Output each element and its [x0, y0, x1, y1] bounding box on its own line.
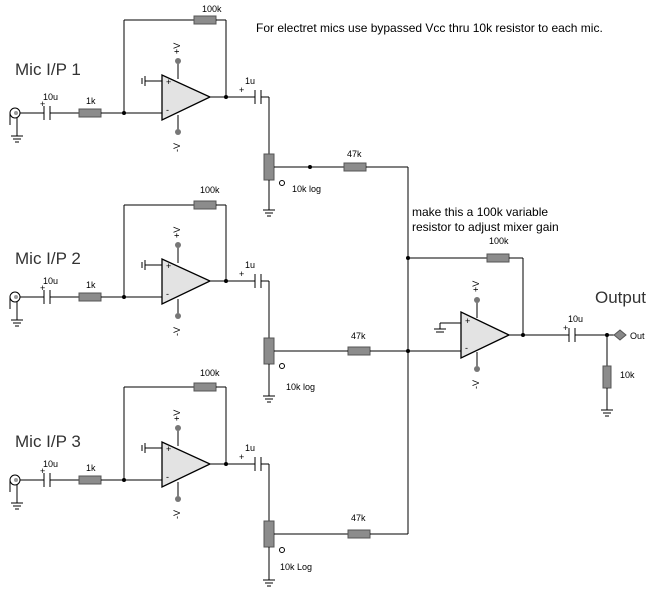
load-resistor-value: 10k [620, 370, 635, 380]
svg-text:+V: +V [172, 43, 182, 54]
mix-resistor-2-value: 47k [351, 331, 366, 341]
svg-text:+: + [166, 261, 171, 271]
output-capacitor-3-value: 1u [245, 443, 255, 453]
svg-text:-V: -V [471, 380, 481, 389]
channel-1: Mic I/P 1 + 10u 1k 100k + - [9, 4, 408, 217]
svg-text:+V: +V [172, 410, 182, 421]
input-resistor-3-value: 1k [86, 463, 96, 473]
volume-pot-2-value: 10k log [286, 382, 315, 392]
feedback-resistor-1 [193, 15, 217, 25]
mix-resistor-1-value: 47k [347, 149, 362, 159]
output-title: Output [595, 288, 646, 307]
mixer-output-capacitor-value: 10u [568, 314, 583, 324]
svg-text:+: + [465, 316, 470, 326]
opamp-3 [161, 440, 212, 489]
input-capacitor-3-value: 10u [43, 459, 58, 469]
svg-text:+: + [40, 466, 45, 476]
input-resistor-1 [78, 108, 102, 118]
channel-2-title: Mic I/P 2 [15, 249, 81, 268]
feedback-resistor-2-value: 100k [200, 185, 220, 195]
load-resistor [602, 365, 612, 389]
output-capacitor-1-value: 1u [245, 76, 255, 86]
input-capacitor-1-value: 10u [43, 92, 58, 102]
input-capacitor-2-value: 10u [43, 276, 58, 286]
svg-text:+: + [239, 269, 244, 279]
input-resistor-1-value: 1k [86, 96, 96, 106]
opamp-1 [161, 73, 212, 122]
variable-note-line-2: resistor to adjust mixer gain [412, 220, 559, 234]
opamp-2 [161, 257, 212, 306]
svg-text:+: + [563, 323, 568, 333]
volume-pot-3-value: 10k Log [280, 562, 312, 572]
mixer-feedback-resistor-value: 100k [489, 236, 509, 246]
channel-3: Mic I/P 3 + 10u 1k 100k + - +V - [9, 368, 408, 587]
mix-resistor-2 [347, 346, 371, 356]
variable-note-line-1: make this a 100k variable [412, 205, 548, 219]
svg-text:+: + [166, 444, 171, 454]
mixer-stage: make this a 100k variable resistor to ad… [406, 167, 646, 534]
input-resistor-3 [78, 475, 102, 485]
volume-pot-1-value: 10k log [292, 184, 321, 194]
channel-2: Mic I/P 2 + 10u 1k 100k + - +V - [9, 185, 408, 403]
mix-resistor-3 [347, 529, 371, 539]
svg-text:+V: +V [471, 281, 481, 292]
feedback-resistor-3-value: 100k [200, 368, 220, 378]
output-capacitor-2-value: 1u [245, 260, 255, 270]
mixer-opamp [460, 310, 511, 360]
input-resistor-2 [78, 292, 102, 302]
svg-text:-V: -V [172, 143, 182, 152]
channel-3-title: Mic I/P 3 [15, 432, 81, 451]
svg-text:-: - [166, 289, 169, 299]
svg-text:+: + [40, 99, 45, 109]
input-resistor-2-value: 1k [86, 280, 96, 290]
output-terminal-icon [613, 329, 627, 341]
svg-text:-: - [465, 343, 468, 353]
svg-text:+: + [166, 77, 171, 87]
svg-text:+: + [239, 85, 244, 95]
feedback-resistor-3 [193, 382, 217, 392]
channel-1-title: Mic I/P 1 [15, 60, 81, 79]
mixer-feedback-resistor [486, 253, 510, 263]
svg-text:-V: -V [172, 327, 182, 336]
volume-pot-2 [263, 337, 275, 365]
mix-resistor-1 [343, 162, 367, 172]
svg-text:+: + [40, 283, 45, 293]
feedback-resistor-1-value: 100k [202, 4, 222, 14]
volume-pot-1 [263, 153, 275, 181]
svg-text:-V: -V [172, 510, 182, 519]
volume-pot-3 [263, 520, 275, 548]
electret-note: For electret mics use bypassed Vcc thru … [256, 21, 603, 35]
svg-text:-: - [166, 105, 169, 115]
svg-text:+: + [239, 452, 244, 462]
svg-text:+V: +V [172, 227, 182, 238]
feedback-resistor-2 [193, 200, 217, 210]
mix-resistor-3-value: 47k [351, 513, 366, 523]
svg-text:-: - [166, 472, 169, 482]
out-label: Out [630, 331, 645, 341]
